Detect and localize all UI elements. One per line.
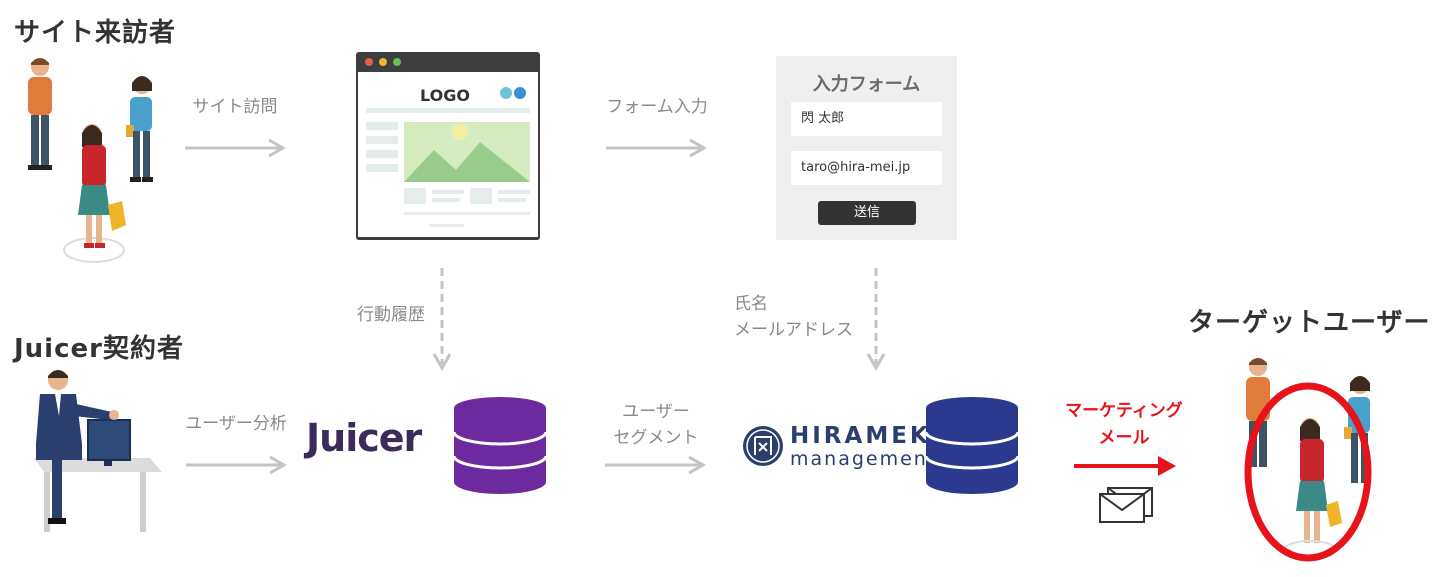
juicer-logo: Juicer: [306, 416, 421, 460]
name-label: 氏名: [734, 292, 768, 316]
form-input-arrow-icon: [606, 138, 708, 158]
user-analysis-label: ユーザー分析: [180, 412, 292, 436]
site-visit-label: サイト訪問: [180, 95, 290, 119]
user-label: ユーザー: [600, 400, 712, 424]
form-input-label: フォーム入力: [598, 95, 716, 119]
website-mockup: LOGO: [356, 52, 540, 240]
form-title: 入力フォーム: [776, 70, 957, 96]
site-visit-arrow-icon: [185, 138, 287, 158]
name-field: 閃 太郎: [791, 102, 942, 136]
marketing-label: マーケティング: [1054, 398, 1194, 425]
segment-label: セグメント: [600, 426, 712, 450]
hirameki-database-icon: [924, 396, 1020, 496]
hirameki-wordmark: HIRAMEKI: [790, 423, 942, 449]
target-users-people-icon: [1232, 355, 1390, 569]
user-analysis-arrow-icon: [186, 455, 288, 475]
email-address-label: メールアドレス: [734, 318, 853, 342]
mail-envelope-icon: [1098, 486, 1154, 524]
site-visitors-people-icon: [14, 55, 174, 270]
hirameki-logo: HIRAMEKI management.: [742, 422, 920, 472]
site-visitors-heading: サイト来訪者: [14, 12, 176, 49]
website-wireframe-icon: [356, 52, 540, 240]
hirameki-emblem-icon: [742, 425, 784, 467]
juicer-database-icon: [452, 396, 548, 496]
marketing-arrow-icon: [1074, 454, 1176, 478]
email-field: taro@hira-mei.jp: [791, 151, 942, 185]
mail-label: メール: [1054, 425, 1194, 452]
management-wordmark: management.: [790, 448, 945, 470]
juicer-contractor-person-icon: [22, 368, 172, 536]
user-segment-arrow-icon: [605, 455, 707, 475]
input-form-mockup: 入力フォーム 閃 太郎 taro@hira-mei.jp 送信: [776, 56, 957, 240]
submit-button: 送信: [818, 201, 916, 225]
juicer-contractor-heading: Juicer契約者: [14, 328, 184, 365]
website-logo-text: LOGO: [420, 86, 470, 105]
contact-data-arrow-icon: [864, 268, 888, 372]
target-users-heading: ターゲットユーザー: [1188, 302, 1430, 339]
behavior-history-label: 行動履歴: [346, 303, 436, 327]
